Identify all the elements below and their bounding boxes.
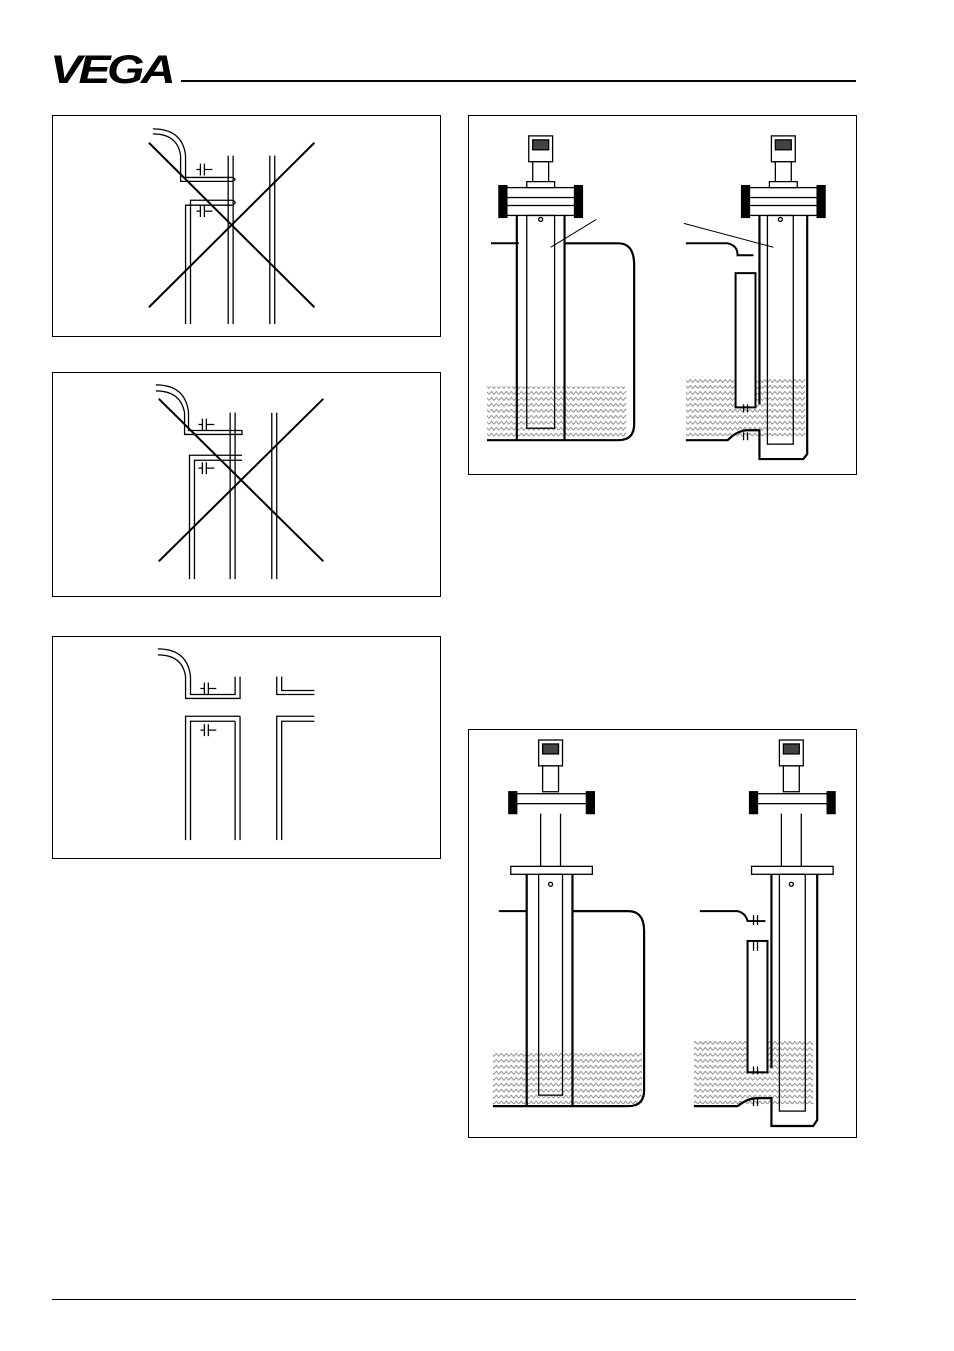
radar-sensor-right: [750, 740, 836, 874]
figure-correct-installation: [52, 636, 441, 859]
header-rule: [181, 80, 856, 82]
vega-logo-graphic: VEGA: [50, 50, 174, 88]
radar-sensor-left: [509, 740, 595, 874]
svg-text:VEGA: VEGA: [50, 50, 172, 88]
vessel-nozzle-drawing: [158, 649, 315, 840]
vega-logo: VEGA: [50, 50, 174, 88]
vessel-right-bypass: [686, 215, 807, 459]
vessel-left: [487, 215, 634, 440]
figure-incorrect-installation-2: [52, 372, 441, 597]
footer-rule: [52, 1299, 856, 1300]
figure-incorrect-installation-1: [52, 115, 441, 337]
cross-out-mark: [149, 143, 314, 308]
cross-out-mark: [159, 399, 324, 562]
figure-standpipe-installation: [468, 729, 857, 1138]
radar-sensor-right: [742, 136, 826, 218]
vessel-right-bypass: [694, 874, 817, 1126]
vessel-left: [493, 874, 644, 1106]
figure-bypass-installation: [468, 115, 857, 475]
vessel-nozzle-drawing: [153, 129, 275, 324]
radar-sensor-left: [499, 136, 583, 218]
